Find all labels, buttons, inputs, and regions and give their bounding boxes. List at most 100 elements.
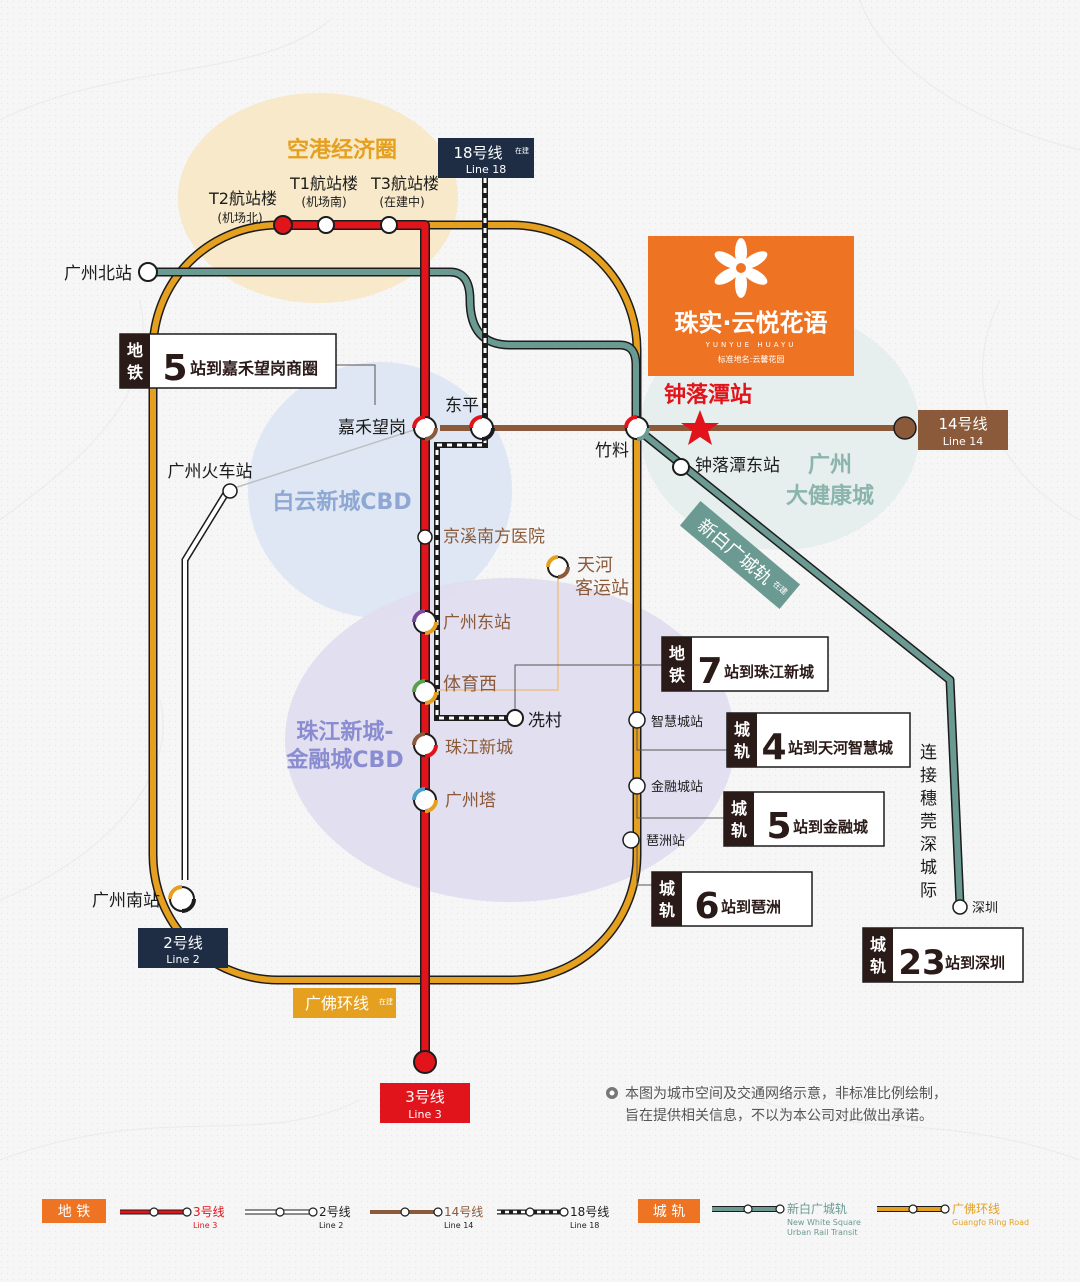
brand-card: 珠实·云悦花语 YUNYUE HUAYU 标准地名:云馨花园 [648, 236, 854, 376]
line3-tag: 3号线 Line 3 [380, 1083, 470, 1123]
label-t1-sub: (机场南) [301, 194, 346, 209]
station-gz-railway [222, 483, 238, 499]
legend-l18: 18号线 [570, 1205, 609, 1219]
label-smart-city: 智慧城站 [651, 714, 703, 730]
callout-rail-6-text: 站到琶洲 [721, 898, 781, 916]
label-finance-city: 金融城站 [651, 779, 703, 795]
line14-tag-label: 14号线 [938, 415, 987, 433]
callout-leader-4 [636, 720, 730, 751]
zone-label-health-2: 大健康城 [786, 483, 874, 509]
label-jingxi: 京溪南方医院 [443, 527, 545, 547]
line2-tag-label: 2号线 [163, 934, 203, 952]
station-t3 [380, 216, 398, 234]
label-tiyuxi: 体育西 [443, 674, 497, 695]
label-pazhou: 琶洲站 [646, 834, 685, 849]
callout-metro-7-num: 7 [697, 651, 722, 692]
station-xiancun [506, 709, 524, 727]
line3-tag-label: 3号线 [405, 1088, 445, 1106]
label-dongping: 东平 [445, 396, 479, 416]
line2-tag-en: Line 2 [166, 953, 199, 966]
label-t1: T1航站楼 [289, 174, 358, 193]
info-icon-dot [609, 1090, 615, 1096]
station-zhongluotan-east [672, 458, 690, 476]
transfer-zhujiang [412, 732, 438, 758]
legend-l3-en: Line 3 [193, 1221, 217, 1230]
station-smart-city [628, 711, 646, 729]
station-jingxi [417, 529, 433, 545]
callout-rail-5-tag2: 轨 [731, 821, 747, 840]
callout-leader-5b [636, 786, 725, 819]
zone-label-health-1: 广州 [808, 452, 852, 478]
callout-leader-6 [636, 840, 655, 886]
station-t2 [273, 215, 293, 235]
transfer-canton-tower [412, 787, 438, 813]
brand-sub: 标准地名:云馨花园 [718, 354, 785, 364]
callout-rail-4-text: 站到天河智慧城 [788, 739, 893, 757]
callout-metro-5-tag1: 地 [127, 341, 143, 360]
zhujiang-cbd-zone [285, 578, 735, 902]
zone-label-zhujiang-2: 金融城CBD [285, 747, 403, 773]
legend-xinbai-en2: Urban Rail Transit [787, 1228, 858, 1237]
label-t2: T2航站楼 [208, 189, 277, 208]
brand-pinyin: YUNYUE HUAYU [705, 341, 797, 349]
label-shenzhen: 深圳 [972, 901, 998, 916]
station-line14-end [893, 416, 917, 440]
tianhe-link [420, 570, 559, 691]
legend-l14-en: Line 14 [444, 1221, 473, 1230]
label-zhujiang-newtown: 珠江新城 [445, 738, 513, 758]
callout-rail-6: 城 轨 6 站到琶洲 [651, 871, 813, 927]
line18-tag-en: Line 18 [466, 163, 506, 176]
legend-l2: 2号线 [319, 1205, 351, 1219]
callout-rail-5-num: 5 [766, 806, 791, 847]
callout-leader-7 [514, 664, 662, 718]
legend-xinbai: 新白广城轨 [787, 1201, 847, 1216]
callout-rail-23-num: 23 [898, 943, 945, 983]
callout-rail-23: 城 轨 23 站到深圳 [862, 927, 1024, 983]
brand-name: 珠实·云悦花语 [674, 309, 827, 337]
label-gz-railway: 广州火车站 [168, 462, 253, 482]
callout-rail-6-num: 6 [694, 886, 719, 927]
transfer-zhuliao [624, 415, 650, 441]
line2-link [227, 427, 421, 491]
legend-l18-en: Line 18 [570, 1221, 599, 1230]
guangfo-tag: 广佛环线 在建 [293, 988, 396, 1018]
callout-rail-6-tag1: 城 [659, 879, 675, 898]
label-tianhe-1: 天河 [577, 555, 613, 576]
line18-tag-sub: 在建 [515, 146, 529, 155]
label-canton-tower: 广州塔 [445, 791, 496, 811]
label-tianhe-2: 客运站 [575, 578, 629, 599]
guangfo-tag-label: 广佛环线 [305, 994, 369, 1013]
callout-rail-5-tag1: 城 [731, 799, 747, 818]
legend-l3: 3号线 [193, 1205, 225, 1219]
label-zhuliao: 竹料 [595, 441, 629, 461]
disclaimer-line2: 旨在提供相关信息，不以为本公司对此做出承诺。 [625, 1107, 933, 1124]
transfer-jiahe [412, 415, 438, 441]
zone-label-zhujiang-1: 珠江新城- [296, 719, 393, 745]
guangfo-tag-sub: 在建 [379, 997, 393, 1006]
zone-label-airport: 空港经济圈 [287, 137, 397, 163]
connect-label: 连 接 穗 莞 深 城 际 [920, 743, 942, 901]
decorative-flower-pattern [0, 0, 1080, 1161]
callout-metro-5-text: 站到嘉禾望岗商圈 [190, 359, 318, 378]
callout-rail-4-num: 4 [761, 727, 786, 768]
station-t1 [317, 216, 335, 234]
legend-metro-tag [42, 1199, 106, 1223]
transfer-tiyuxi [412, 679, 438, 705]
line18-dash [435, 178, 512, 720]
legend-l14: 14号线 [444, 1205, 483, 1219]
legend-guangfo-en: Guangfo Ring Road [952, 1218, 1029, 1227]
label-t2-sub: (机场北) [217, 211, 262, 225]
station-gz-north [138, 262, 158, 282]
station-shenzhen [952, 899, 968, 915]
callout-rail-6-tag2: 轨 [659, 901, 675, 920]
callout-rail-4-tag2: 轨 [734, 742, 750, 761]
project-star-icon [681, 410, 719, 445]
label-t3-sub: (在建中) [379, 194, 424, 209]
label-zhongluotan-east: 钟落潭东站 [695, 456, 780, 476]
station-pazhou [622, 831, 640, 849]
legend: 地 铁 3号线 Line 3 2号线 Line 2 14号线 Line 14 1… [42, 1199, 1029, 1237]
callout-rail-4: 城 轨 4 站到天河智慧城 [726, 712, 911, 768]
flower-logo-icon [714, 238, 768, 298]
